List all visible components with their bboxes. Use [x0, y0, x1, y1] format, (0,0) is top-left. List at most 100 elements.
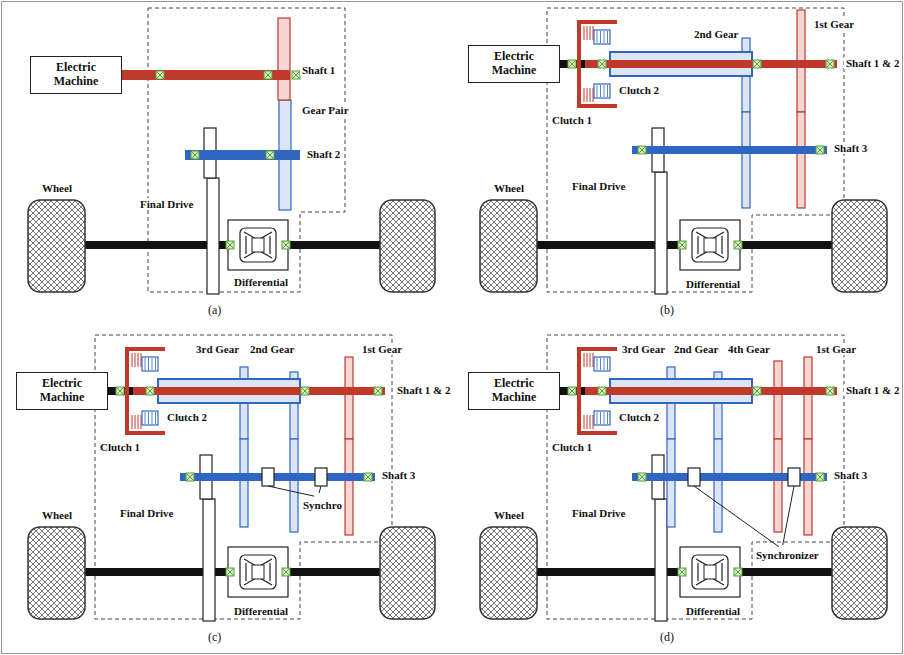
- part-label: 1st Gear: [812, 18, 856, 30]
- axle: [537, 241, 832, 249]
- bearing: [598, 60, 606, 68]
- bearing-cross: [826, 60, 834, 68]
- clutch-plate: [590, 26, 591, 102]
- bearing-cross: [638, 146, 646, 154]
- bearing: [364, 473, 372, 481]
- bearing-cross: [292, 71, 300, 79]
- part-label: Differential: [232, 605, 290, 617]
- bearing-cross: [374, 387, 382, 395]
- shaft-1: [133, 387, 385, 395]
- part-label: 1st Gear: [814, 343, 858, 355]
- bearing: [266, 151, 274, 159]
- part-label: Clutch 2: [165, 411, 209, 423]
- synchronizer-fork: [319, 486, 321, 493]
- final-drive-gear: [207, 178, 219, 294]
- part-label: Clutch 2: [617, 411, 661, 423]
- panel-letter: (b): [658, 304, 676, 317]
- bearing-cross: [568, 60, 576, 68]
- bearing-cross: [598, 60, 606, 68]
- bearing: [568, 387, 576, 395]
- gear-secondary: [714, 439, 722, 532]
- panel-letter: (d): [658, 631, 676, 644]
- input-shaft: [108, 387, 133, 395]
- machine-box: Electric Machine: [30, 56, 122, 94]
- bearing-cross: [226, 241, 234, 249]
- clutch-plate: [132, 353, 133, 429]
- final-drive-gear: [655, 499, 667, 621]
- bearing-cross: [156, 71, 164, 79]
- part-label: Shaft 1 & 2: [844, 57, 901, 69]
- part-label: Shaft 1 & 2: [844, 384, 901, 396]
- synchronizer-sleeve: [788, 468, 800, 486]
- bearing-cross: [301, 387, 309, 395]
- bearing: [678, 568, 686, 576]
- part-label: Final Drive: [570, 180, 627, 192]
- bearing: [374, 387, 382, 395]
- clutch-1-plates: [584, 26, 593, 102]
- box-text: Electric Machine: [23, 377, 101, 405]
- bearing: [226, 241, 234, 249]
- wheel: [28, 200, 85, 292]
- part-label: 2nd Gear: [672, 343, 720, 355]
- axle: [537, 568, 832, 576]
- wheel: [832, 527, 887, 619]
- panel-letter: (c): [206, 631, 223, 644]
- bearing-cross: [116, 387, 124, 395]
- bearing: [282, 241, 290, 249]
- axle: [85, 568, 380, 576]
- gear-primary: [345, 357, 353, 439]
- part-label: Wheel: [40, 509, 74, 521]
- axle: [85, 241, 380, 249]
- part-label: Differential: [684, 278, 742, 290]
- bearing-cross: [826, 387, 834, 395]
- differential-housing: [228, 220, 288, 270]
- wheel: [28, 527, 85, 619]
- clutch-plate: [155, 358, 156, 424]
- bearing: [678, 241, 686, 249]
- bearing-cross: [598, 387, 606, 395]
- part-label: Shaft 1 & 2: [395, 384, 452, 396]
- bearing: [282, 568, 290, 576]
- bearing: [226, 568, 234, 576]
- shaft-3: [180, 473, 375, 481]
- part-label: Wheel: [40, 182, 74, 194]
- bearing: [598, 387, 606, 395]
- final-drive-gear: [203, 499, 215, 621]
- part-label: Shaft 3: [832, 469, 869, 481]
- shaft-3: [632, 146, 827, 154]
- clutch-plate: [141, 353, 142, 429]
- input-shaft: [560, 60, 585, 68]
- wheel: [832, 200, 887, 292]
- clutch-1-drum: [127, 349, 165, 433]
- clutch-1-plates: [132, 353, 141, 429]
- input-shaft: [560, 387, 585, 395]
- bearing: [156, 71, 164, 79]
- clutch-1-drum: [579, 22, 617, 106]
- differential-case: [692, 228, 728, 262]
- final-drive-gear: [655, 172, 667, 294]
- bearing: [826, 60, 834, 68]
- bearing: [292, 71, 300, 79]
- bearing: [191, 151, 199, 159]
- box-text: Electric Machine: [475, 377, 553, 405]
- shaft-1: [585, 60, 837, 68]
- bearing: [264, 71, 272, 79]
- gear-secondary: [290, 439, 298, 532]
- bearing: [301, 387, 309, 395]
- bearing-cross: [186, 473, 194, 481]
- clutch-plate: [593, 26, 594, 102]
- bearing: [146, 387, 154, 395]
- part-label: Shaft 1: [300, 64, 337, 76]
- bearing: [753, 387, 761, 395]
- clutch-plate: [607, 358, 608, 424]
- gearbox-boundary: [547, 8, 844, 292]
- bevel-gears: [244, 559, 272, 585]
- bevel-gears: [696, 559, 724, 585]
- part-label: Final Drive: [570, 507, 627, 519]
- bearing-cross: [364, 473, 372, 481]
- gear-secondary: [345, 439, 353, 535]
- wheel: [480, 200, 537, 292]
- spider-gear: [252, 238, 264, 252]
- clutch-plate: [584, 26, 585, 102]
